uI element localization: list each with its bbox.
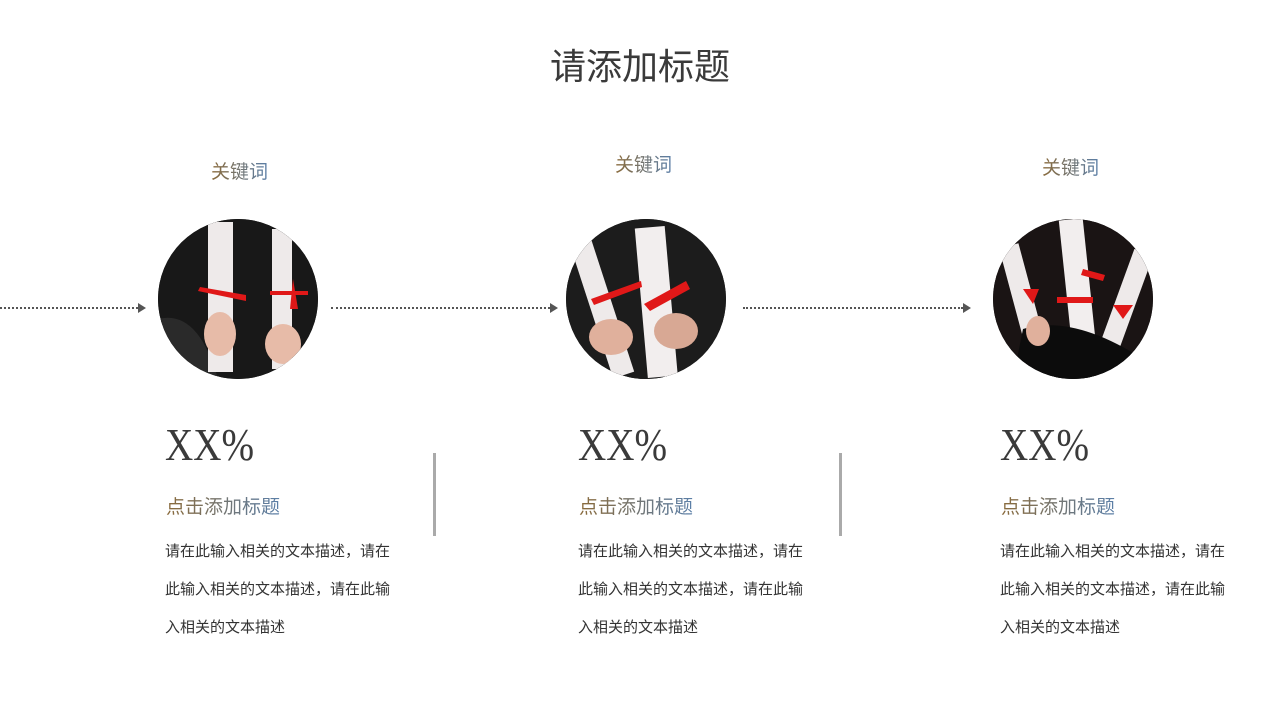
item-description: 请在此输入相关的文本描述，请在此输入相关的文本描述，请在此输入相关的文本描述 bbox=[578, 542, 804, 636]
percent-value: XX% bbox=[1000, 419, 1090, 470]
keyword-label: 关键词 bbox=[615, 150, 672, 177]
item-subtitle: 点击添加标题 bbox=[166, 492, 280, 519]
item-description: 请在此输入相关的文本描述，请在此输入相关的文本描述，请在此输入相关的文本描述 bbox=[165, 542, 391, 636]
slide-title: 请添加标题 bbox=[549, 47, 730, 88]
diploma-image bbox=[566, 219, 726, 379]
divider bbox=[839, 453, 842, 536]
divider bbox=[433, 453, 436, 536]
keyword-label: 关键词 bbox=[211, 157, 268, 184]
keyword-label: 关键词 bbox=[1042, 153, 1099, 180]
item-subtitle: 点击添加标题 bbox=[579, 492, 693, 519]
diploma-image bbox=[158, 219, 318, 379]
percent-value: XX% bbox=[578, 419, 668, 470]
item-subtitle: 点击添加标题 bbox=[1001, 492, 1115, 519]
item-description: 请在此输入相关的文本描述，请在此输入相关的文本描述，请在此输入相关的文本描述 bbox=[1000, 542, 1226, 636]
arrow-connector bbox=[743, 303, 971, 313]
arrow-connector bbox=[331, 303, 558, 313]
percent-value: XX% bbox=[165, 419, 255, 470]
diploma-image bbox=[993, 219, 1153, 379]
arrow-connector bbox=[0, 303, 146, 313]
